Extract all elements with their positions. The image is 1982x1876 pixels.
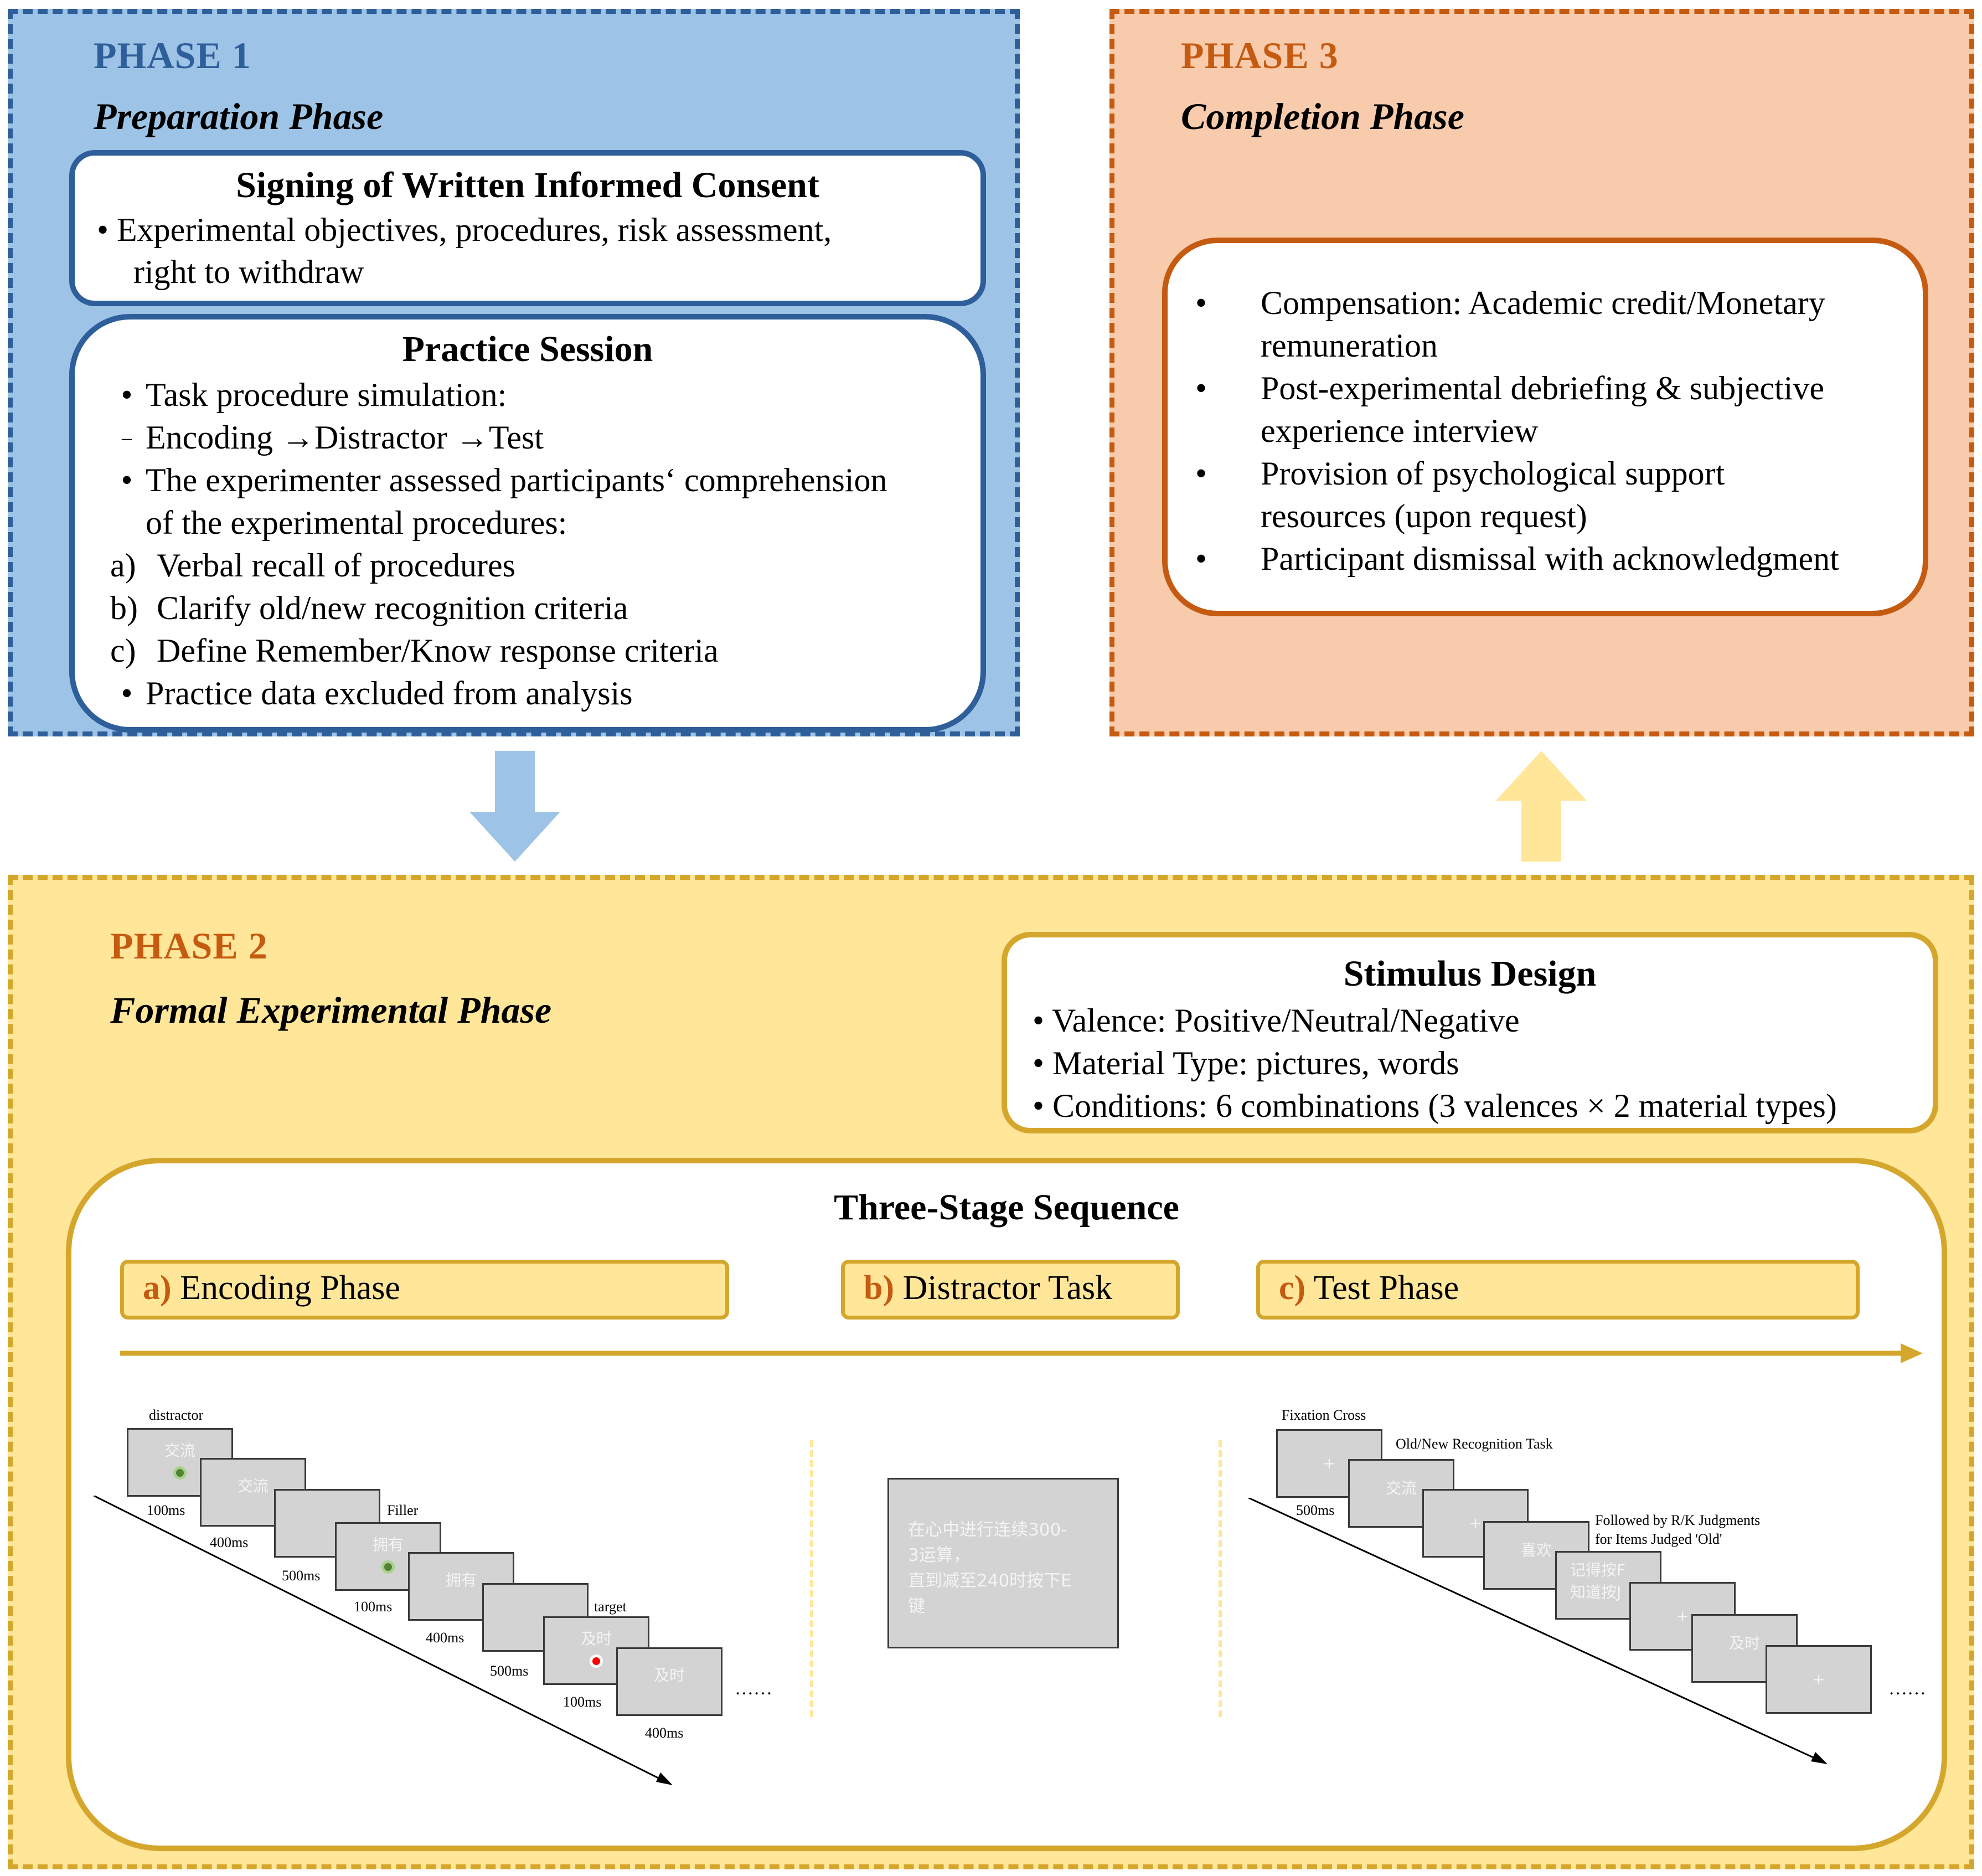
phase3-panel: PHASE 3 Completion Phase •Compensation: …: [1109, 9, 1974, 736]
time-label: 400ms: [210, 1534, 249, 1550]
test-time-arrow: [1248, 1498, 1828, 1764]
stimulus-title: Stimulus Design: [1343, 954, 1597, 994]
consent-line-1: • Experimental objectives, procedures, r…: [97, 212, 832, 248]
stimulus-line-valence: • Valence: Positive/Neutral/Negative: [1033, 1002, 1520, 1039]
practice-box: Practice Session •Task procedure simulat…: [69, 314, 986, 733]
phase3-label: PHASE 3: [1181, 34, 1339, 76]
red-dot-icon: [590, 1655, 603, 1668]
green-dot-icon: [173, 1466, 187, 1480]
label-old-new-task: Old/New Recognition Task: [1396, 1436, 1553, 1452]
label-target: target: [594, 1599, 627, 1615]
time-label: 400ms: [426, 1630, 464, 1646]
time-label: 100ms: [147, 1502, 185, 1518]
phase2-subtitle: Formal Experimental Phase: [110, 989, 552, 1031]
time-label: 100ms: [563, 1694, 602, 1710]
label-distractor: distractor: [149, 1407, 204, 1423]
phase2-panel: PHASE 2 Formal Experimental Phase Stimul…: [8, 875, 1974, 1869]
label-filler: Filler: [387, 1502, 419, 1518]
phase3-subtitle: Completion Phase: [1181, 95, 1464, 137]
test-ellipsis: ……: [1888, 1678, 1926, 1699]
encoding-ellipsis: ……: [735, 1678, 772, 1699]
time-label: 100ms: [354, 1599, 393, 1615]
sequence-box: Three-Stage Sequence a) Encoding Phase b…: [66, 1158, 1947, 1851]
consent-box: Signing of Written Informed Consent • Ex…: [69, 150, 986, 306]
consent-title: Signing of Written Informed Consent: [236, 165, 819, 205]
sequence-title: Three-Stage Sequence: [834, 1187, 1179, 1228]
stage-test: c) Test Phase: [1256, 1260, 1860, 1320]
stimulus-line-material: • Material Type: pictures, words: [1033, 1045, 1459, 1081]
stimulus-box: Stimulus Design • Valence: Positive/Neut…: [1002, 932, 1938, 1133]
practice-title: Practice Session: [402, 329, 653, 369]
separator-2: [1219, 1440, 1222, 1717]
separator-1: [810, 1440, 813, 1717]
stage-distractor: b) Distractor Task: [841, 1260, 1180, 1320]
consent-line-2: right to withdraw: [133, 254, 364, 290]
phase1-label: PHASE 1: [94, 34, 251, 76]
test-screen: +: [1766, 1645, 1872, 1714]
label-rk-judgments-2: for Items Judged 'Old': [1595, 1531, 1722, 1547]
phase1-subtitle: Preparation Phase: [94, 95, 384, 137]
time-label: 500ms: [282, 1568, 321, 1584]
encoding-screen: 及时: [616, 1647, 722, 1716]
time-label: 500ms: [490, 1663, 529, 1679]
encoding-time-arrow: [94, 1496, 673, 1785]
arrow-up-icon: [1496, 751, 1587, 862]
arrow-down-icon: [469, 751, 560, 862]
green-dot-icon: [381, 1560, 395, 1574]
label-fixation-cross: Fixation Cross: [1282, 1407, 1366, 1423]
completion-box: •Compensation: Academic credit/Monetary …: [1162, 238, 1928, 616]
phase1-panel: PHASE 1 Preparation Phase Signing of Wri…: [8, 9, 1020, 736]
label-rk-judgments-1: Followed by R/K Judgments: [1595, 1512, 1761, 1528]
time-label: 400ms: [645, 1725, 684, 1741]
distractor-screen: 在心中进行连续300- 3运算， 直到减至240时按下E 键: [887, 1478, 1119, 1648]
stage-encoding: a) Encoding Phase: [120, 1260, 729, 1320]
time-label: 500ms: [1296, 1502, 1335, 1518]
stimulus-line-conditions: • Conditions: 6 combinations (3 valences…: [1033, 1088, 1837, 1124]
phase2-label: PHASE 2: [110, 925, 268, 967]
timeline-arrow: [120, 1343, 1923, 1363]
